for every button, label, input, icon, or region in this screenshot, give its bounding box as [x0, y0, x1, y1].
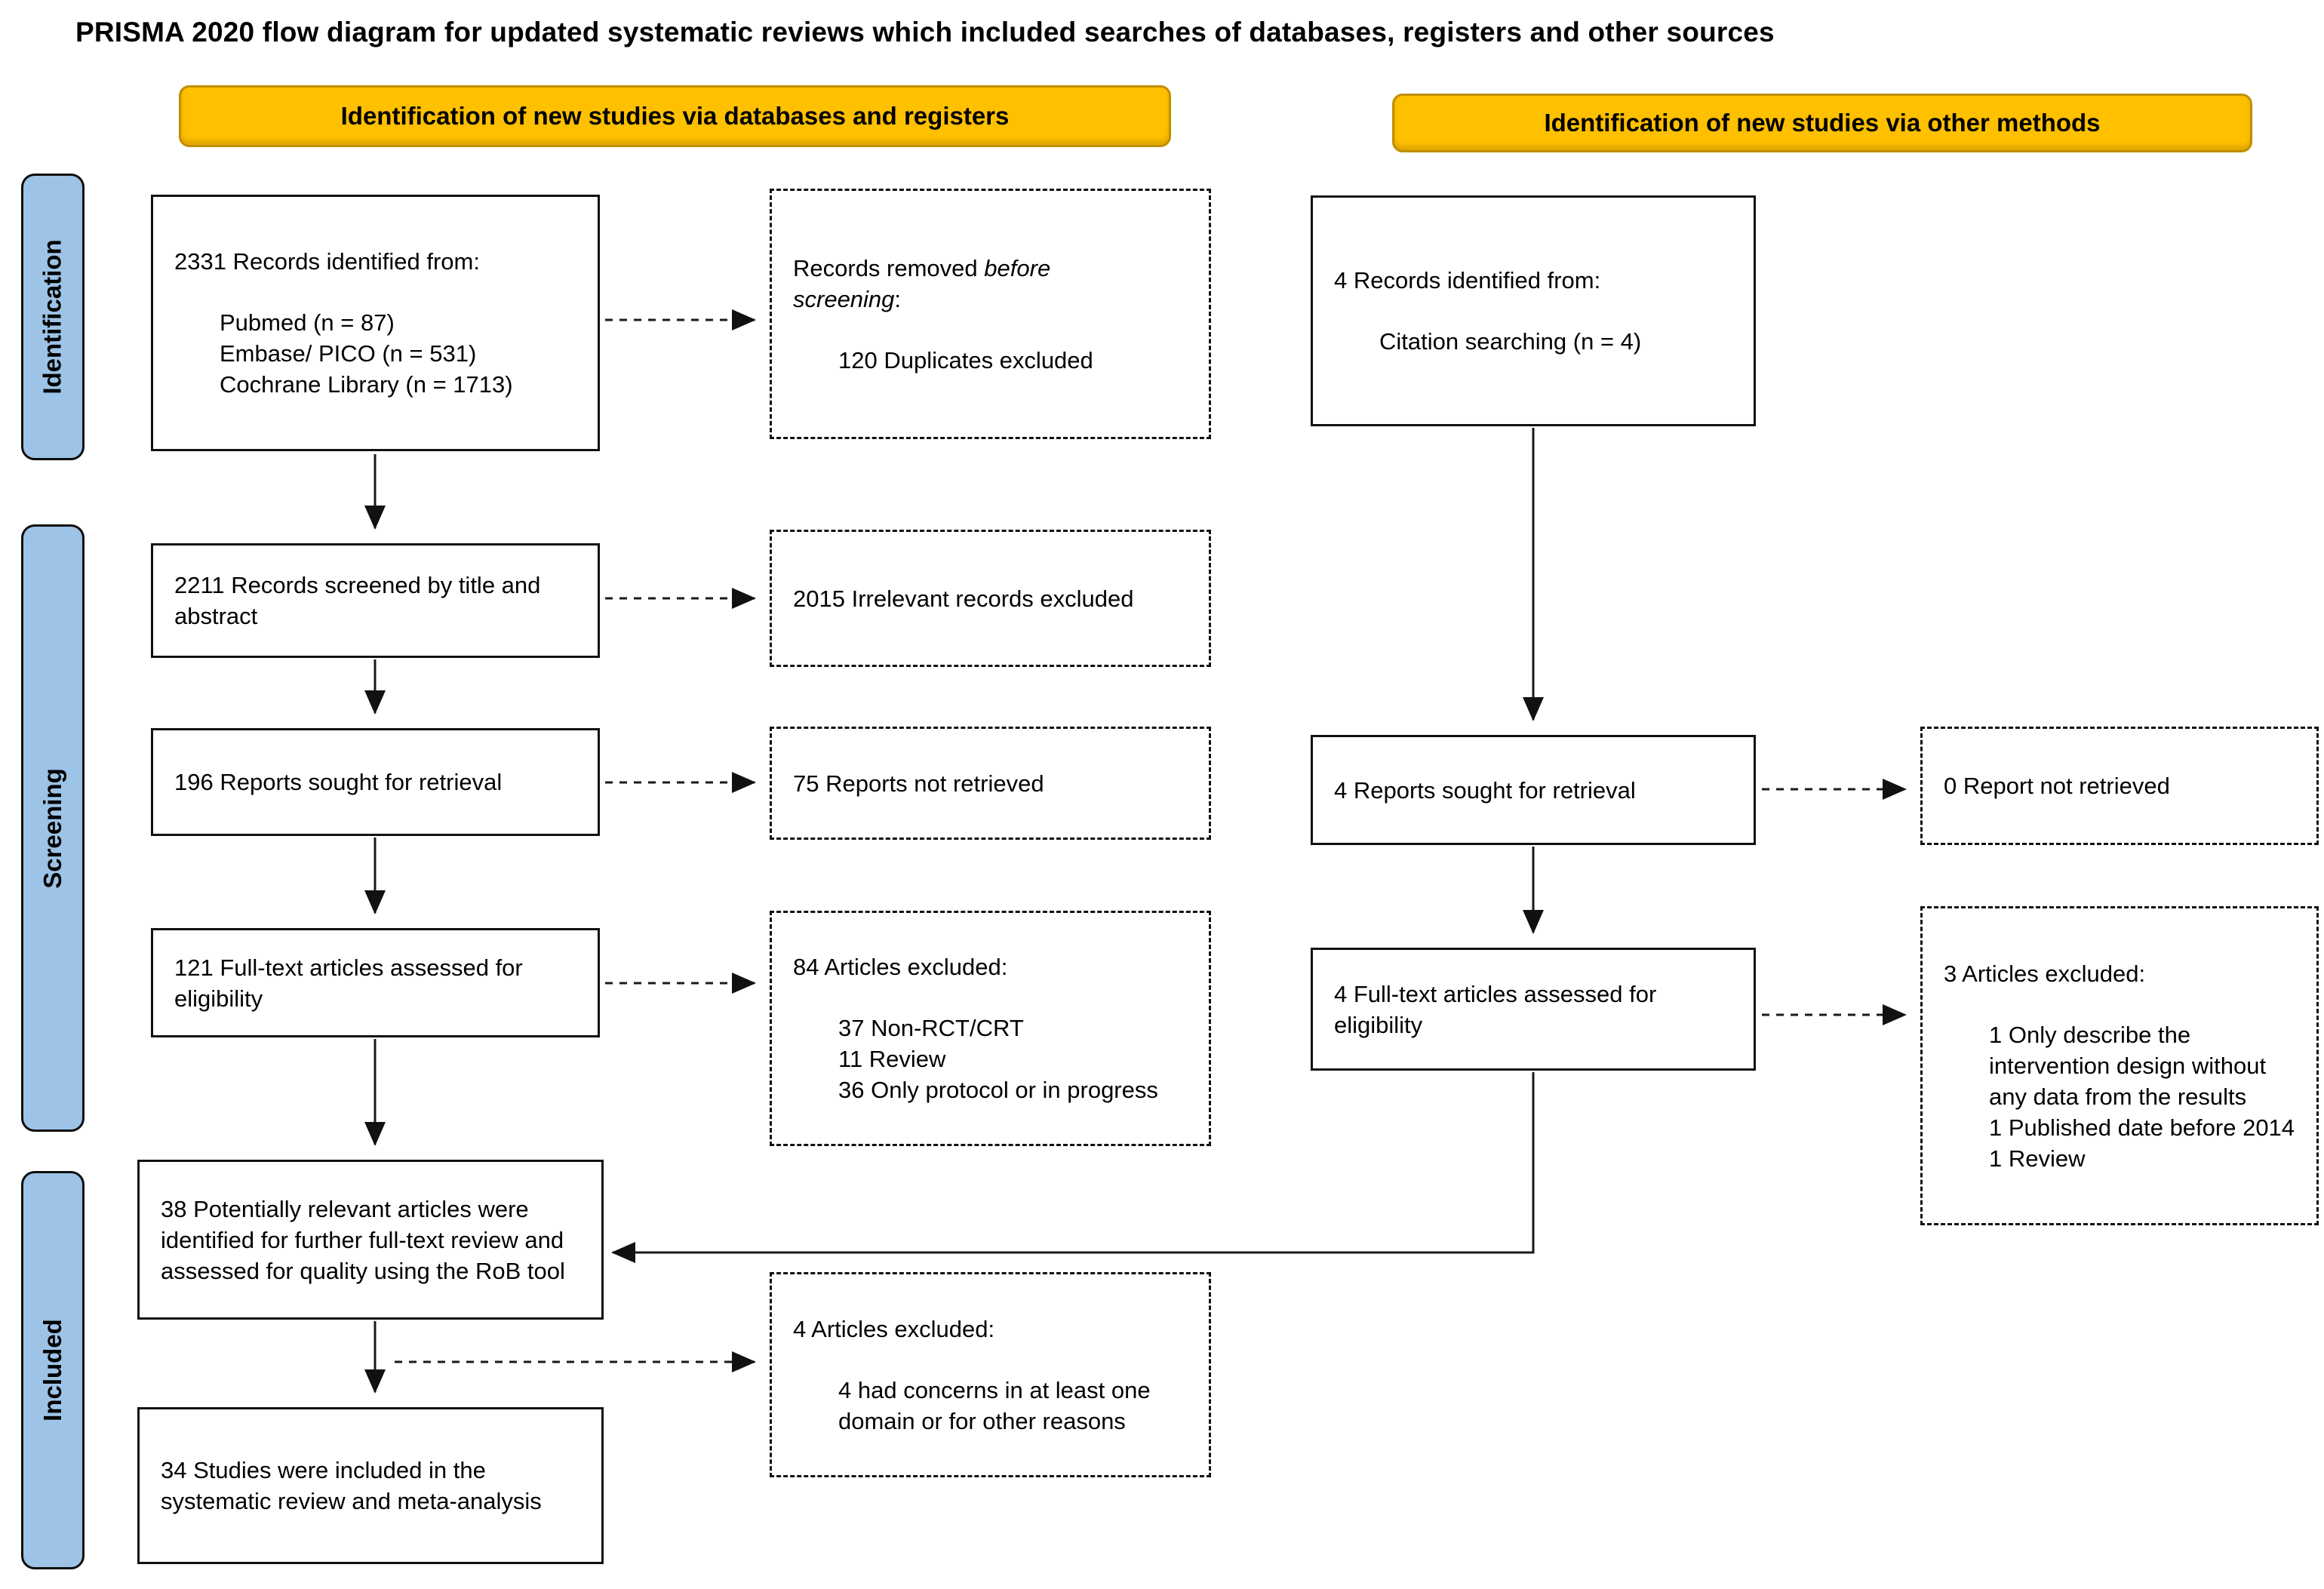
box-reports-not-retrieved-other-methods: 0 Report not retrieved: [1920, 727, 2319, 845]
box-records-screened: 2211 Records screened by title and abstr…: [151, 543, 600, 658]
box-irrelevant-records-excluded: 2015 Irrelevant records excluded: [770, 530, 1211, 667]
records-removed-header: Records removed before screening:: [793, 253, 1155, 315]
banner-databases-registers: Identification of new studies via databa…: [179, 85, 1171, 147]
stage-screening-label: Screening: [38, 767, 66, 889]
box-records-identified-other-methods: 4 Records identified from: Citation sear…: [1311, 195, 1756, 426]
fulltext-other-text: 4 Full-text articles assessed for eligib…: [1334, 980, 1657, 1038]
reports-sought-db-text: 196 Reports sought for retrieval: [174, 769, 503, 795]
studies-included-text: 34 Studies were included in the systemat…: [161, 1457, 542, 1514]
banner-other-label: Identification of new studies via other …: [1544, 109, 2101, 137]
page-title: PRISMA 2020 flow diagram for updated sys…: [75, 17, 1775, 48]
records-identified-db-header: 2331 Records identified from:: [174, 248, 480, 275]
articles-excluded-db-header: 84 Articles excluded:: [793, 954, 1008, 980]
reports-not-retrieved-db-text: 75 Reports not retrieved: [793, 770, 1044, 797]
irrelevant-excluded-text: 2015 Irrelevant records excluded: [793, 585, 1134, 612]
records-identified-other-header: 4 Records identified from:: [1334, 267, 1601, 294]
stage-tab-identification: Identification: [21, 174, 85, 460]
box-articles-excluded-other-methods: 3 Articles excluded: 1 Only describe the…: [1920, 906, 2319, 1225]
box-reports-sought-databases: 196 Reports sought for retrieval: [151, 728, 600, 836]
box-articles-excluded-databases: 84 Articles excluded: 37 Non-RCT/CRT 11 …: [770, 911, 1211, 1146]
box-records-removed-before-screening: Records removed before screening: 120 Du…: [770, 189, 1211, 439]
duplicates-excluded-text: 120 Duplicates excluded: [838, 346, 1093, 373]
records-removed-suffix: :: [894, 285, 902, 312]
box-reports-not-retrieved-databases: 75 Reports not retrieved: [770, 727, 1211, 840]
records-screened-text: 2211 Records screened by title and abstr…: [174, 572, 541, 629]
records-removed-emphasis: before screening: [793, 254, 1051, 312]
reports-not-retrieved-other-text: 0 Report not retrieved: [1944, 773, 2170, 799]
box-reports-sought-other-methods: 4 Reports sought for retrieval: [1311, 735, 1756, 845]
reports-sought-other-text: 4 Reports sought for retrieval: [1334, 776, 1636, 804]
box-fulltext-assessed-other-methods: 4 Full-text articles assessed for eligib…: [1311, 948, 1756, 1071]
banner-databases-label: Identification of new studies via databa…: [340, 102, 1010, 130]
box-rob-articles-excluded: 4 Articles excluded: 4 had concerns in a…: [770, 1272, 1211, 1477]
box-fulltext-assessed-databases: 121 Full-text articles assessed for elig…: [151, 928, 600, 1037]
articles-excluded-other-header: 3 Articles excluded:: [1944, 960, 2146, 987]
excluded-review: 11 Review: [838, 1046, 946, 1072]
source-cochrane: Cochrane Library (n = 1713): [220, 371, 513, 398]
excluded-protocol: 36 Only protocol or in progress: [838, 1077, 1158, 1103]
source-pubmed: Pubmed (n = 87): [220, 309, 395, 336]
rob-excluded-reason: 4 had concerns in at least one domain or…: [838, 1376, 1151, 1434]
source-embase-pico: Embase/ PICO (n = 531): [220, 340, 477, 367]
excluded-intervention-design: 1 Only describe the intervention design …: [1989, 1021, 2267, 1110]
box-studies-included: 34 Studies were included in the systemat…: [137, 1407, 604, 1564]
stage-tab-included: Included: [21, 1171, 85, 1569]
rob-excluded-header: 4 Articles excluded:: [793, 1315, 995, 1342]
excluded-published-before-2014: 1 Published date before 2014: [1989, 1114, 2295, 1141]
box-potentially-relevant-articles: 38 Potentially relevant articles were id…: [137, 1160, 604, 1320]
potentially-relevant-text: 38 Potentially relevant articles were id…: [161, 1195, 565, 1284]
stage-identification-label: Identification: [38, 239, 66, 395]
banner-other-methods: Identification of new studies via other …: [1392, 94, 2252, 152]
fulltext-db-text: 121 Full-text articles assessed for elig…: [174, 954, 523, 1012]
stage-tab-screening: Screening: [21, 524, 85, 1132]
records-removed-prefix: Records removed: [793, 254, 985, 281]
stage-included-label: Included: [38, 1319, 66, 1421]
excluded-review-other: 1 Review: [1989, 1145, 2086, 1172]
source-citation-searching: Citation searching (n = 4): [1379, 328, 1642, 355]
box-records-identified-databases: 2331 Records identified from: Pubmed (n …: [151, 195, 600, 451]
excluded-non-rct: 37 Non-RCT/CRT: [838, 1015, 1024, 1041]
